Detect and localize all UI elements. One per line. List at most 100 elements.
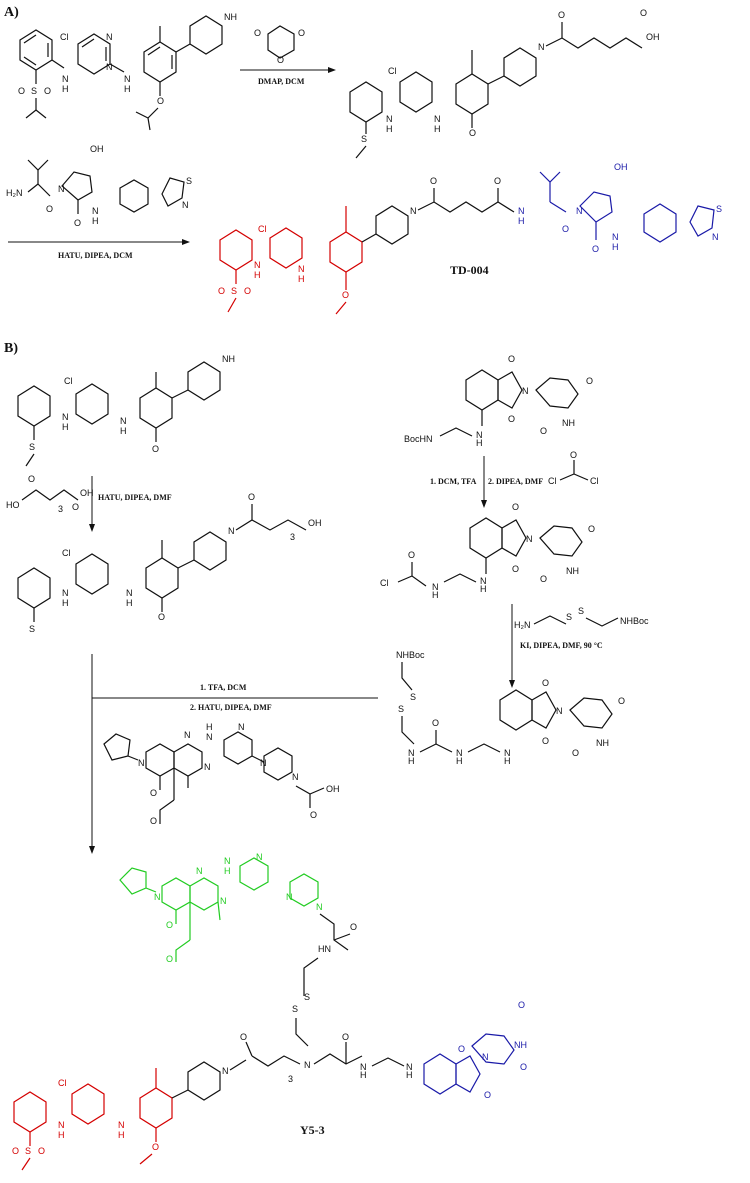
svg-text:S: S — [578, 606, 584, 616]
svg-text:N: N — [456, 748, 463, 758]
svg-text:H: H — [92, 216, 99, 226]
svg-text:H: H — [518, 216, 525, 226]
svg-text:O: O — [458, 1044, 465, 1054]
svg-text:N: N — [62, 412, 69, 422]
svg-text:H: H — [62, 84, 69, 94]
y5-3-linker: O HN S S N O NH NH 3 O — [240, 913, 413, 1084]
svg-text:OH: OH — [326, 784, 340, 794]
svg-text:HO: HO — [6, 500, 20, 510]
svg-text:N: N — [504, 748, 511, 758]
condition-b2a: 1. DCM, TFA — [430, 477, 477, 486]
svg-text:BocHN: BocHN — [404, 434, 433, 444]
svg-text:N: N — [612, 232, 619, 242]
condition-b1: HATU, DIPEA, DMF — [98, 493, 172, 502]
svg-text:H: H — [62, 598, 69, 608]
pomalidomide-boc-amine: O O N O NH O NH BocHN — [404, 354, 593, 448]
svg-text:N: N — [316, 902, 323, 912]
svg-text:N: N — [118, 1120, 125, 1130]
svg-text:O: O — [44, 86, 51, 96]
chloroacetyl-chloride: Cl O Cl — [548, 450, 599, 486]
svg-text:S: S — [566, 612, 572, 622]
svg-text:Cl: Cl — [62, 548, 71, 558]
svg-text:H: H — [254, 270, 261, 280]
svg-text:H: H — [386, 124, 393, 134]
svg-text:S: S — [31, 86, 37, 96]
svg-text:O: O — [152, 444, 159, 454]
svg-text:O: O — [310, 810, 317, 820]
svg-text:O: O — [28, 474, 35, 484]
pimelic-acid-reagent: HO 3 OH O O — [6, 474, 94, 514]
svg-text:N: N — [480, 576, 487, 586]
y5-3-cdk-ligand: N N N NH N N N O O — [119, 852, 323, 964]
svg-text:O: O — [518, 1000, 525, 1010]
svg-text:NH: NH — [566, 566, 579, 576]
condition-b4a: 1. TFA, DCM — [200, 683, 247, 692]
svg-text:N: N — [410, 206, 417, 216]
svg-text:O: O — [592, 244, 599, 254]
svg-text:Cl: Cl — [258, 224, 267, 234]
svg-text:N: N — [476, 430, 483, 440]
svg-text:O: O — [508, 414, 515, 424]
svg-text:H: H — [434, 124, 441, 134]
svg-text:H: H — [476, 438, 483, 448]
svg-text:OH: OH — [646, 32, 660, 42]
svg-text:O: O — [166, 954, 173, 964]
svg-text:O: O — [586, 376, 593, 386]
svg-text:O: O — [166, 920, 173, 930]
acid-intermediate-a: S NH Cl NH O N O OH O — [349, 8, 660, 159]
svg-text:3: 3 — [58, 504, 63, 514]
svg-text:N: N — [408, 748, 415, 758]
svg-text:NH: NH — [562, 418, 575, 428]
svg-text:NHBoc: NHBoc — [396, 650, 425, 660]
compound-label-td004: TD-004 — [450, 263, 489, 277]
svg-text:S: S — [304, 992, 310, 1002]
svg-text:O: O — [562, 224, 569, 234]
svg-text:N: N — [304, 1060, 311, 1070]
svg-text:N: N — [120, 416, 127, 426]
svg-text:H: H — [224, 866, 231, 876]
svg-text:S: S — [29, 442, 35, 452]
svg-text:N: N — [256, 852, 263, 862]
svg-text:N: N — [538, 42, 545, 52]
svg-text:H: H — [456, 756, 463, 766]
svg-text:O: O — [18, 86, 25, 96]
svg-text:N: N — [360, 1062, 367, 1072]
cystamine-boc-reagent: H₂N S S NHBoc — [514, 606, 649, 630]
svg-text:O: O — [152, 1142, 159, 1152]
svg-text:N: N — [712, 232, 719, 242]
svg-text:N: N — [556, 706, 563, 716]
svg-text:O: O — [46, 204, 53, 214]
svg-text:Cl: Cl — [548, 476, 557, 486]
svg-text:O: O — [588, 524, 595, 534]
svg-text:N: N — [124, 74, 131, 84]
svg-text:N: N — [298, 264, 305, 274]
svg-text:N: N — [406, 1062, 413, 1072]
ceritinib-starting-material-a: S O O NH N N Cl NH O NH — [18, 12, 237, 131]
svg-text:O: O — [558, 10, 565, 20]
svg-text:O: O — [520, 1062, 527, 1072]
svg-text:H₂N: H₂N — [6, 188, 23, 198]
chloroacetamide-pomalidomide: O O N O NH O NH NH O Cl — [380, 502, 595, 600]
svg-text:S: S — [410, 692, 416, 702]
svg-text:H: H — [612, 242, 619, 252]
svg-text:H: H — [480, 584, 487, 594]
vhl-ligand-reagent: H₂N O N OH O NH S N — [6, 144, 192, 228]
svg-text:H₂N: H₂N — [514, 620, 531, 630]
svg-text:N: N — [386, 114, 393, 124]
svg-text:N: N — [286, 892, 293, 902]
svg-text:H: H — [206, 722, 213, 732]
palbociclib-acid-reagent: N N N NH N N N O OH O O — [103, 722, 340, 826]
svg-text:Cl: Cl — [590, 476, 599, 486]
svg-text:N: N — [62, 588, 69, 598]
svg-text:N: N — [260, 758, 267, 768]
svg-text:Cl: Cl — [388, 66, 397, 76]
svg-text:S: S — [25, 1146, 31, 1156]
svg-text:O: O — [150, 788, 157, 798]
svg-text:N: N — [106, 32, 113, 42]
panel-label-b: B) — [4, 341, 18, 356]
svg-text:S: S — [398, 704, 404, 714]
svg-text:OH: OH — [90, 144, 104, 154]
svg-text:N: N — [58, 1120, 65, 1130]
svg-text:N: N — [254, 260, 261, 270]
